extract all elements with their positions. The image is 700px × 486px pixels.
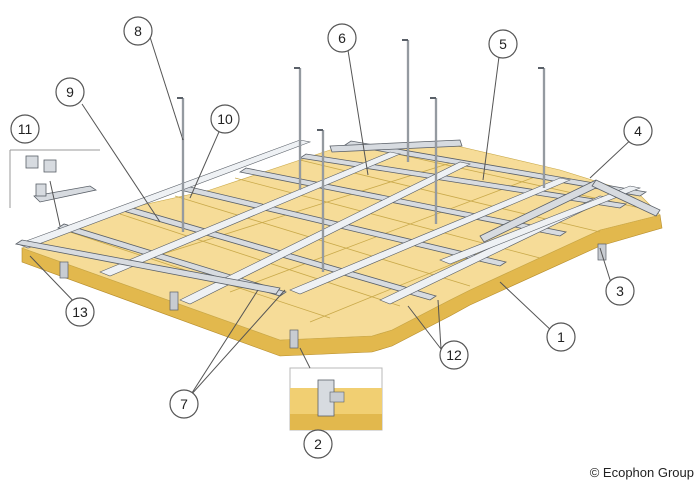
tile-face xyxy=(21,141,661,341)
support-clip xyxy=(169,291,179,311)
callout-6: 6 xyxy=(327,23,357,53)
callout-11: 11 xyxy=(10,114,40,144)
hanger-bracket-top xyxy=(329,139,463,153)
callout-4-label: 4 xyxy=(634,123,642,139)
callout-12-label: 12 xyxy=(446,347,462,363)
callout-1: 1 xyxy=(546,322,576,352)
cross-tee xyxy=(289,177,572,295)
support-clip xyxy=(289,329,299,349)
inset-detail-11 xyxy=(9,149,100,208)
leader-lines xyxy=(29,36,637,438)
cross-tee xyxy=(17,139,312,249)
callout-8: 8 xyxy=(123,16,153,46)
callout-10: 10 xyxy=(210,104,240,134)
callout-1-label: 1 xyxy=(557,329,565,345)
callout-3-label: 3 xyxy=(616,283,624,299)
callout-2: 2 xyxy=(303,429,333,459)
cross-tee xyxy=(439,185,642,265)
wall-bracket xyxy=(25,155,39,169)
callout-10-label: 10 xyxy=(217,111,233,127)
callout-9-label: 9 xyxy=(66,84,74,100)
callout-12: 12 xyxy=(439,340,469,370)
callout-5-label: 5 xyxy=(499,36,507,52)
inset-detail-2 xyxy=(289,367,383,431)
callout-13-label: 13 xyxy=(72,304,88,320)
callout-2-label: 2 xyxy=(314,436,322,452)
wall-trim xyxy=(591,179,661,217)
cross-tees xyxy=(17,139,642,305)
support-clips xyxy=(59,243,607,349)
main-runner xyxy=(298,153,628,209)
cross-tee xyxy=(179,161,471,305)
callout-11-label: 11 xyxy=(18,121,33,137)
callout-13: 13 xyxy=(65,297,95,327)
callout-3: 3 xyxy=(605,276,635,306)
edge-profile xyxy=(33,185,98,203)
perimeter-trims xyxy=(14,139,661,295)
callout-7: 7 xyxy=(169,389,199,419)
wall-trim xyxy=(14,239,281,295)
hanger-rods xyxy=(177,39,546,272)
cross-tee xyxy=(99,151,402,277)
support-clip xyxy=(597,243,607,261)
callout-6-label: 6 xyxy=(338,30,346,46)
main-runner xyxy=(343,140,648,197)
callout-8-label: 8 xyxy=(134,23,142,39)
copyright-notice: © Ecophon Group xyxy=(589,465,694,480)
callout-9: 9 xyxy=(55,77,85,107)
callout-5: 5 xyxy=(488,29,518,59)
wall-bracket xyxy=(43,159,57,173)
wall-bracket xyxy=(35,183,47,197)
callout-4: 4 xyxy=(623,116,653,146)
callout-7-label: 7 xyxy=(180,396,188,412)
support-clip xyxy=(59,261,69,279)
